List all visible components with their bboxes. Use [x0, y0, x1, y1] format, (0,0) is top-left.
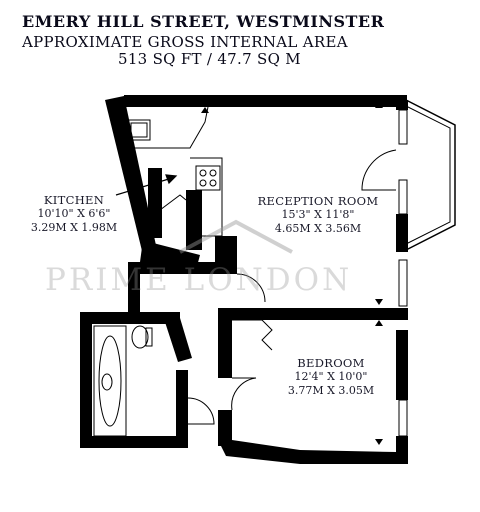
wall-right-3 [396, 330, 408, 400]
window-5 [398, 399, 408, 437]
bay-window [405, 99, 456, 251]
property-title: EMERY HILL STREET, WESTMINSTER [22, 12, 385, 31]
area-heading: APPROXIMATE GROSS INTERNAL AREA [22, 33, 348, 51]
window-3 [398, 259, 408, 307]
window-2 [398, 179, 408, 215]
wall-bed-left-lower [218, 410, 232, 446]
wall-hall-column [128, 262, 140, 318]
reception-imperial: 15'3" X 11'8" [281, 208, 355, 221]
hob [195, 165, 221, 191]
label-reception: RECEPTION ROOM 15'3" X 11'8" 4.65M X 3.5… [238, 194, 398, 236]
kitchen-imperial: 10'10" X 6'6" [37, 207, 111, 220]
window-4 [398, 349, 408, 381]
wall-bath-bottom [80, 436, 188, 448]
wall-bath-right [176, 370, 188, 448]
wall-right-4 [396, 436, 408, 464]
wall-hall-left [128, 262, 236, 274]
window-1 [398, 109, 408, 145]
basin [101, 373, 113, 391]
reception-metric: 4.65M X 3.56M [274, 222, 362, 235]
wall-bath-left [80, 312, 92, 444]
bedroom-imperial: 12'4" X 10'0" [294, 370, 368, 383]
wall-right-1 [396, 100, 408, 110]
area-value: 513 SQ FT / 47.7 SQ M [118, 50, 301, 68]
wall-bed-left [218, 308, 232, 378]
wall-kitchen-outer [105, 96, 157, 255]
bathtub [93, 325, 127, 437]
reception-name: RECEPTION ROOM [257, 194, 379, 208]
door-kitchen [159, 194, 187, 211]
wall-kitchen-partition [148, 168, 162, 238]
bedroom-metric: 3.77M X 3.05M [287, 384, 375, 397]
wall-top [124, 95, 407, 107]
wall-kitchen-partition-2 [186, 190, 202, 250]
door-hall [236, 273, 266, 303]
wall-right-2 [396, 214, 408, 252]
door-bedroom [231, 377, 257, 411]
door-bath [187, 397, 215, 425]
wall-bed-top [218, 308, 408, 320]
sink [127, 119, 151, 141]
door-reception-bay [361, 149, 397, 191]
bedroom-name: BEDROOM [297, 356, 365, 370]
kitchen-metric: 3.29M X 1.98M [30, 221, 118, 234]
label-bedroom: BEDROOM 12'4" X 10'0" 3.77M X 3.05M [266, 356, 396, 398]
label-kitchen: KITCHEN 10'10" X 6'6" 3.29M X 1.98M [14, 193, 134, 235]
toilet [131, 325, 149, 349]
watermark-roof-icon [179, 219, 293, 254]
wall-bed-bottom [218, 440, 406, 464]
wall-bath-angle [165, 318, 192, 362]
watermark-text: PRIME LONDON [45, 262, 353, 298]
wall-hall-right [215, 236, 237, 274]
kitchen-name: KITCHEN [43, 193, 105, 207]
